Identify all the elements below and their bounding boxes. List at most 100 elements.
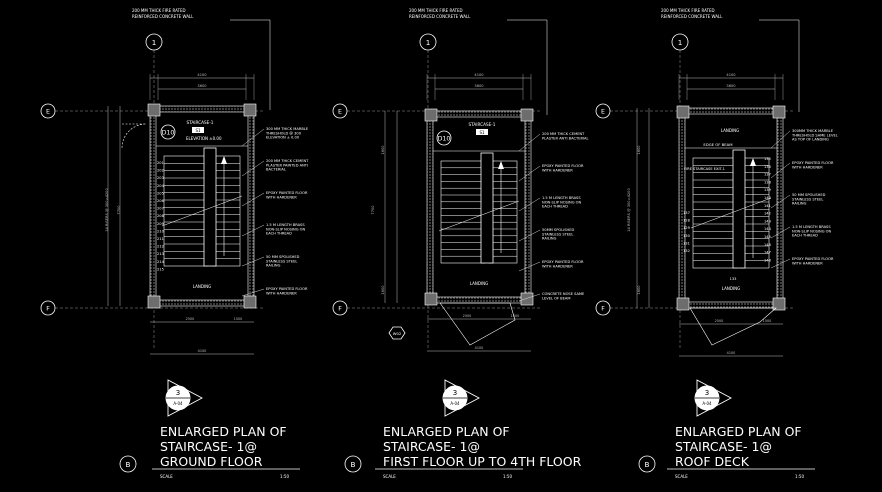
title-letter-bubble-circle [119, 455, 137, 473]
note-leader [241, 160, 265, 177]
grid-bubble-1: 1 [419, 33, 437, 51]
dim-bottom-overall: 4100 [198, 349, 207, 353]
title-line-1: ENLARGED PLAN OF [160, 424, 287, 439]
step-number-right: 147 [764, 251, 771, 255]
door-swing-icon [121, 123, 147, 149]
note-leader [241, 288, 265, 297]
column [424, 292, 438, 306]
step-number-left: 137 [683, 211, 690, 215]
step-number-right: 138 [764, 180, 772, 184]
door-tag-bubble-circle [160, 124, 176, 140]
section-sheet: A-04 [173, 401, 183, 406]
dim-upper: 1600 [381, 145, 385, 155]
dim-lower: 1600 [637, 285, 641, 295]
note-line: STAINLESS STEEL [792, 197, 823, 201]
window-tag-hexagon [388, 326, 406, 340]
note-line: EPOXY PAINTED FLOOR [266, 191, 308, 195]
note-line: WITH HARDENER [266, 291, 297, 295]
step-number-right: 140 [764, 196, 772, 200]
dim-bottom-a: 2500 [715, 319, 724, 323]
column [243, 295, 257, 309]
step-number: 206 [157, 199, 165, 203]
note-line: THRESHOLD @ 300 [265, 131, 302, 135]
step-number: 203 [157, 176, 164, 180]
step-number-right: 145 [764, 235, 771, 239]
step-number: 202 [157, 169, 164, 173]
title-letter-bubble-label: B [645, 460, 650, 469]
dim-bottom-b: 1500 [234, 317, 243, 321]
step-number-bottom: 133 [730, 277, 737, 281]
title-letter-bubble: B [119, 455, 137, 473]
note-line: CONCRETE NOSE SAME [542, 292, 585, 296]
staircase-tag: S1 [479, 130, 485, 135]
landing-top-label: LANDING [721, 128, 739, 133]
note-line: EPOXY PAINTED FLOOR [542, 164, 584, 168]
step-number-right: 144 [764, 227, 772, 231]
title-line-3: FIRST FLOOR UP TO 4TH FLOOR [383, 454, 582, 469]
note-leader [518, 293, 541, 302]
title-line-2: STAIRCASE- 1@ [160, 439, 257, 454]
stair-well [732, 149, 746, 269]
dim-bottom-overall: 4100 [475, 346, 484, 350]
note-line: EACH THREAD [792, 234, 818, 238]
door-tag-bubble-label: D10 [162, 129, 175, 136]
note-line: BACTERIAL [266, 168, 286, 172]
wall-bottom [149, 299, 255, 307]
note-line: WITH HARDENER [542, 264, 573, 268]
landing-label: LANDING [470, 281, 488, 286]
note-line: 200 MM THICK CEMENT [542, 132, 585, 136]
dim-overall: 4100 [474, 73, 484, 77]
staircase-label: STAIRCASE-1 [469, 122, 496, 127]
section-sheet: A-04 [702, 401, 712, 406]
scale-value: 1:50 [503, 474, 512, 479]
step-number: 213 [157, 252, 164, 256]
note-line: EPOXY PAINTED FLOOR [792, 257, 834, 261]
column [520, 108, 534, 122]
note-line: PLASTER ANTI BACTERIAL [542, 136, 589, 140]
note-line: RAILING [542, 237, 557, 241]
wall-left [678, 107, 686, 309]
staircase-label: STAIRCASE-1 [187, 120, 214, 125]
break-line [690, 197, 772, 229]
note-leader [770, 194, 791, 209]
title-line-3: GROUND FLOOR [160, 454, 263, 469]
top-wall-note-1: 200 MM THICK FIRE RATED [132, 8, 186, 13]
top-wall-note-2: REINFORCED CONCRETE WALL [409, 14, 471, 19]
arrow-head-icon [221, 156, 227, 164]
note-line: 300 MM THICK MARBLE [266, 127, 309, 131]
note-line: RAILING [792, 202, 807, 206]
note-line: 1.5 M LENGTH BRASS [792, 225, 831, 229]
note-line: 300MM THICK MARBLE [792, 129, 834, 133]
note-line: STAINLESS STEEL [542, 232, 573, 236]
title-letter-bubble-circle [344, 455, 362, 473]
plans-root: 200 MM THICK FIRE RATED REINFORCED CONCRE… [40, 8, 838, 479]
column [676, 297, 690, 311]
elevation-label: ELEVATION ±0.00 [186, 136, 222, 141]
column [243, 103, 257, 117]
note-line: STAINLESS STEEL [266, 259, 297, 263]
note-line: NON-SLIP NOSING ON [542, 200, 581, 204]
door-tag-bubble: D10 [160, 124, 176, 140]
title-line-2: STAIRCASE- 1@ [675, 439, 772, 454]
note-leader [241, 192, 265, 207]
step-number-left: 132 [683, 249, 690, 253]
note-line: NON-SLIP NOSING ON [792, 229, 831, 233]
note-line: RAILING [266, 264, 281, 268]
note-line: EACH THREAD [542, 205, 568, 209]
note-leader [770, 226, 791, 239]
step-number-right: 143 [764, 219, 771, 223]
dim-side: 7700 [117, 205, 121, 215]
column [424, 108, 438, 122]
grid-bubble-f-label: F [601, 305, 605, 312]
wall-top [426, 110, 532, 118]
title-line-3: ROOF DECK [675, 454, 750, 469]
step-number-right: 137 [764, 173, 771, 177]
note-line: WITH HARDENER [792, 261, 823, 265]
dim-bottom-b: 1500 [763, 319, 772, 323]
note-line: 50 MM SPOLISHED [792, 193, 826, 197]
stair-well [203, 147, 217, 267]
